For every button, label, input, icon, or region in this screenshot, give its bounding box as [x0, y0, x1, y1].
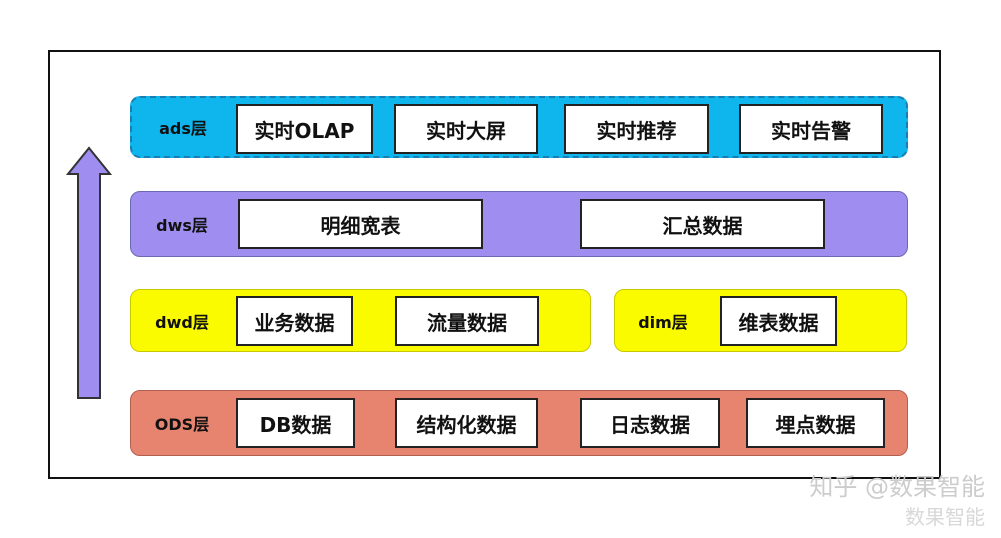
dwd-item-traffic-data: 流量数据: [395, 296, 539, 346]
watermark-line2: 数果智能: [905, 505, 985, 529]
ods-item-db-data: DB数据: [236, 398, 355, 448]
ads-item-olap: 实时OLAP: [236, 104, 373, 154]
dwd-item-business-data: 业务数据: [236, 296, 353, 346]
dws-item-detail-wide-table: 明细宽表: [238, 199, 483, 249]
dws-layer-label: dws层: [156, 216, 208, 235]
ods-item-log-data: 日志数据: [580, 398, 720, 448]
up-arrow-icon: [66, 146, 112, 399]
ads-layer-label: ads层: [159, 119, 207, 138]
ads-item-bigscreen: 实时大屏: [394, 104, 538, 154]
ods-item-structured-data: 结构化数据: [395, 398, 538, 448]
ods-item-tracking-data: 埋点数据: [746, 398, 885, 448]
dim-layer-label: dim层: [638, 312, 688, 332]
ads-item-alert: 实时告警: [739, 104, 883, 154]
watermark-line1: 知乎 @数果智能: [809, 473, 985, 501]
dwd-layer-label: dwd层: [155, 312, 209, 332]
ods-layer-label: ODS层: [154, 415, 210, 434]
dim-item-dimension-table-data: 维表数据: [720, 296, 837, 346]
watermark: 知乎 @数果智能 数果智能: [809, 472, 985, 532]
dws-item-summary-data: 汇总数据: [580, 199, 825, 249]
ads-item-recommend: 实时推荐: [564, 104, 709, 154]
